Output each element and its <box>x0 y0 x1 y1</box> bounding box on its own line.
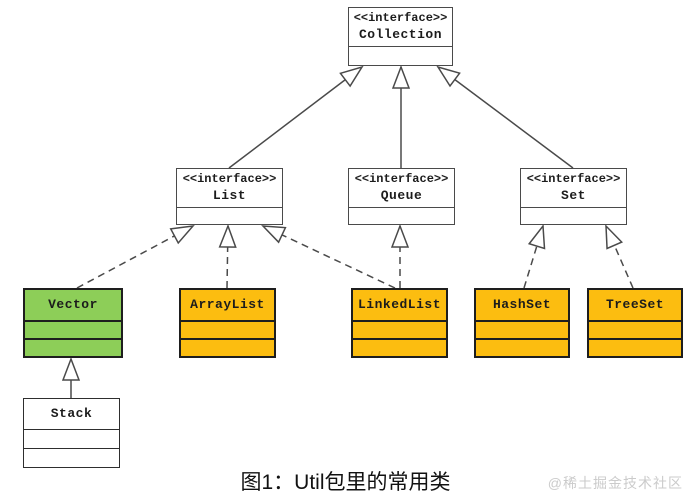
edge-vector-list <box>76 225 195 289</box>
list-empty-compartment <box>177 206 282 224</box>
class-box-linkedlist: LinkedList <box>351 288 448 358</box>
vector-header: Vector <box>25 290 121 320</box>
class-box-vector: Vector <box>23 288 123 358</box>
hashset-methods-compartment <box>476 338 568 356</box>
set-header: <<interface>> Set <box>521 169 626 207</box>
class-box-arraylist: ArrayList <box>179 288 276 358</box>
collection-name: Collection <box>358 27 442 43</box>
collection-header: <<interface>> Collection <box>349 8 452 46</box>
edge-set-collection <box>436 65 574 169</box>
collection-empty-compartment <box>349 45 452 65</box>
edge-arraylist-list <box>218 223 237 289</box>
arraylist-attributes-compartment <box>181 320 274 338</box>
hashset-name: HashSet <box>492 297 552 313</box>
treeset-name: TreeSet <box>605 297 665 313</box>
figure-caption: 图1：Util包里的常用类 <box>240 471 451 494</box>
set-stereotype: <<interface>> <box>526 172 621 186</box>
list-stereotype: <<interface>> <box>182 172 277 186</box>
arraylist-methods-compartment <box>181 338 274 356</box>
vector-attributes-compartment <box>25 320 121 338</box>
hashset-attributes-compartment <box>476 320 568 338</box>
linkedlist-header: LinkedList <box>353 290 446 320</box>
linkedlist-name: LinkedList <box>357 297 441 313</box>
class-box-collection: <<interface>> Collection <box>348 7 453 66</box>
stack-attributes-compartment <box>24 429 119 448</box>
watermark-text: @稀土掘金技术社区 <box>547 475 683 491</box>
queue-name: Queue <box>380 188 423 204</box>
vector-name: Vector <box>48 297 98 313</box>
list-header: <<interface>> List <box>177 169 282 207</box>
vector-methods-compartment <box>25 338 121 356</box>
treeset-attributes-compartment <box>589 320 681 338</box>
edge-hashset-set <box>523 223 546 289</box>
edge-list-collection <box>228 65 364 169</box>
class-box-set: <<interface>> Set <box>520 168 627 225</box>
class-box-treeset: TreeSet <box>587 288 683 358</box>
edge-treeset-set <box>605 224 634 289</box>
hashset-header: HashSet <box>476 290 568 320</box>
class-box-queue: <<interface>> Queue <box>348 168 455 225</box>
set-name: Set <box>561 188 586 204</box>
stack-name: Stack <box>50 406 93 422</box>
queue-header: <<interface>> Queue <box>349 169 454 207</box>
arraylist-name: ArrayList <box>190 297 265 313</box>
list-name: List <box>212 188 247 204</box>
edge-linkedlist-list <box>261 225 396 289</box>
queue-empty-compartment <box>349 206 454 224</box>
treeset-header: TreeSet <box>589 290 681 320</box>
linkedlist-methods-compartment <box>353 338 446 356</box>
stack-methods-compartment <box>24 448 119 467</box>
treeset-methods-compartment <box>589 338 681 356</box>
queue-stereotype: <<interface>> <box>354 172 449 186</box>
set-empty-compartment <box>521 206 626 224</box>
linkedlist-attributes-compartment <box>353 320 446 338</box>
class-box-list: <<interface>> List <box>176 168 283 225</box>
stack-header: Stack <box>24 399 119 429</box>
class-box-stack: Stack <box>23 398 120 468</box>
collection-stereotype: <<interface>> <box>353 11 448 25</box>
arraylist-header: ArrayList <box>181 290 274 320</box>
class-box-hashset: HashSet <box>474 288 570 358</box>
